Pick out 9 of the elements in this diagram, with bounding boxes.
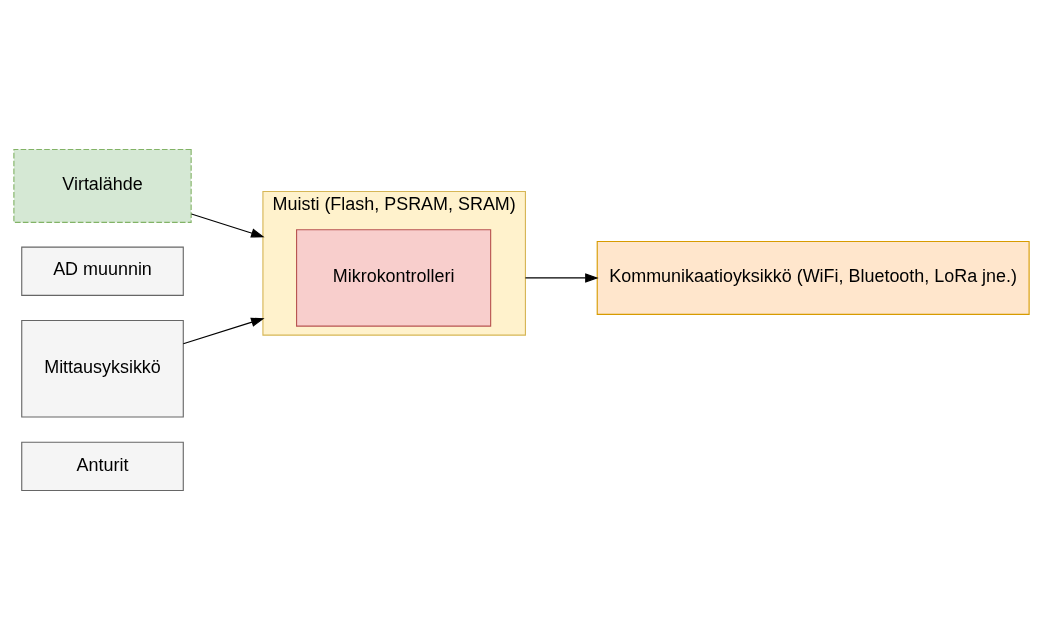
node-box: Virtalähde (13, 148, 192, 223)
arrow (524, 272, 599, 283)
node-box: Mittausyksikkö (21, 319, 184, 418)
arrow (190, 212, 265, 238)
node-box: Anturit (21, 441, 184, 491)
node-box: AD muunnin (21, 246, 184, 296)
arrow (182, 317, 265, 344)
node-box: Mikrokontrolleri (296, 228, 492, 327)
node-box: Kommunikaatioyksikkö (WiFi, Bluetooth, LoRa jne.) (596, 240, 1030, 315)
